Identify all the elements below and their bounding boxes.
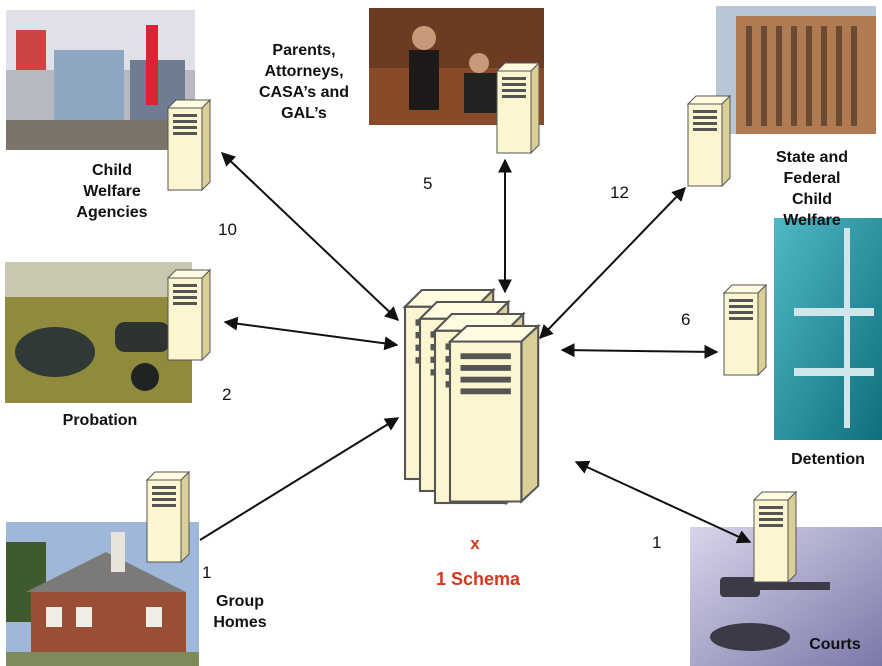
label-parents: Parents, Attorneys, CASA’s and GAL’s (258, 42, 350, 122)
probation-equipment-photo (5, 262, 192, 403)
arrow-state-federal (539, 186, 686, 340)
label-child-welfare: Child Welfare Agencies (76, 162, 148, 221)
arrow-courts (574, 460, 752, 544)
server-child-welfare-icon (167, 99, 211, 191)
count-child-welfare: 10 (218, 220, 237, 239)
label-state-federal: State and Federal Child Welfare (775, 149, 848, 229)
arrow-child-welfare (220, 152, 400, 321)
label-probation: Probation (62, 412, 138, 429)
group-home-photo (6, 522, 199, 666)
arrow-probation (223, 316, 399, 351)
arrow-detention (560, 343, 719, 359)
server-courts-icon (753, 491, 797, 583)
server-state-federal-icon (687, 95, 731, 187)
count-group-homes: 1 (202, 563, 212, 582)
count-detention: 6 (681, 310, 691, 329)
label-detention: Detention (791, 451, 865, 468)
detention-photo (774, 218, 882, 440)
central-server-stack-icon (403, 288, 540, 505)
server-group-homes-icon (146, 471, 190, 563)
label-group-homes: Group Homes (213, 593, 267, 631)
server-parents-icon (496, 62, 540, 154)
arrow-group-homes (199, 417, 400, 541)
center-schema-label: 1 Schema (435, 569, 521, 589)
server-detention-icon (723, 284, 767, 376)
federal-building-photo (716, 6, 876, 134)
count-courts: 1 (652, 533, 662, 552)
label-courts: Courts (809, 636, 861, 653)
count-state-federal: 12 (610, 183, 629, 202)
server-probation-icon (167, 269, 211, 361)
child-welfare-office-photo (6, 10, 195, 150)
count-probation: 2 (222, 385, 232, 404)
count-parents: 5 (423, 174, 433, 193)
center-x-label: x (470, 534, 480, 553)
